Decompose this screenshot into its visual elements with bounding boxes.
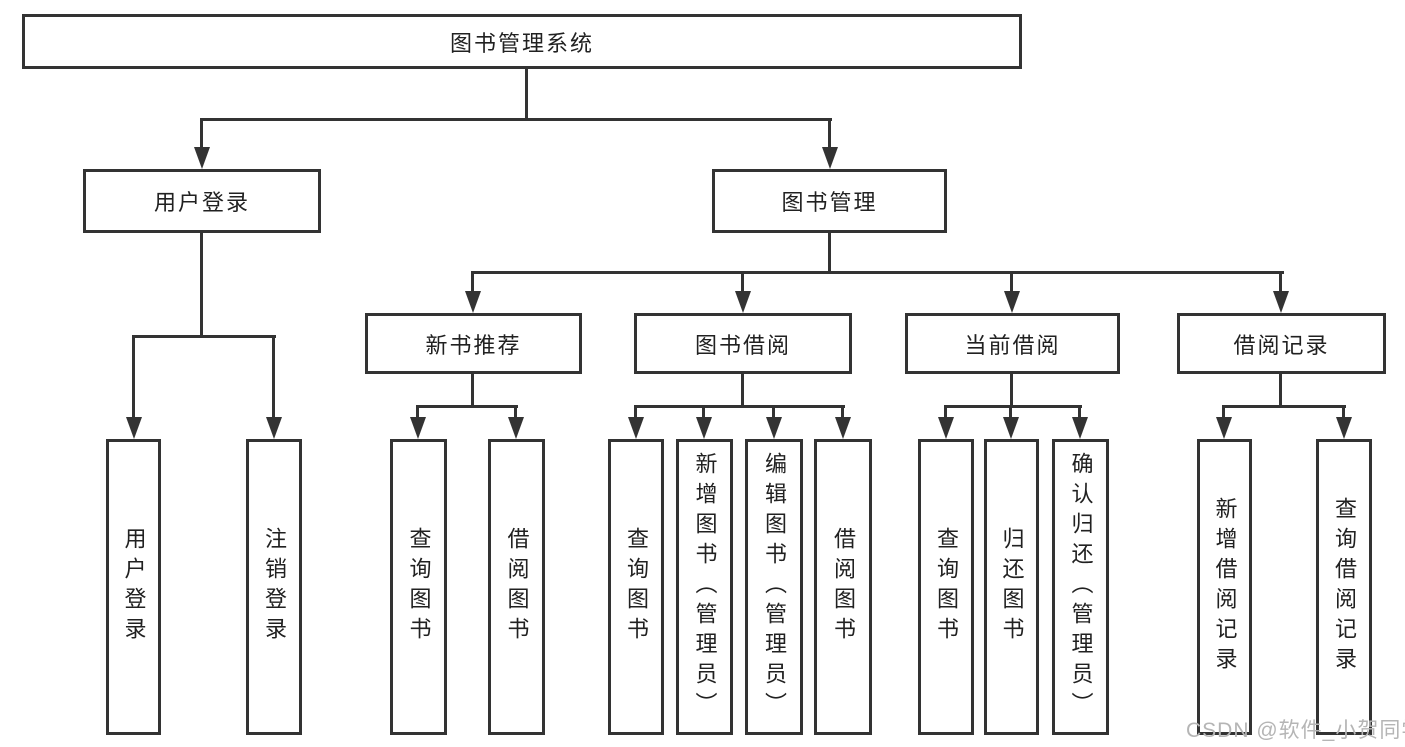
csdn-watermark: CSDN @软件_小贺同学 [1186, 719, 1405, 742]
node-label: 借阅记录 [1233, 332, 1330, 358]
node-current-borrow: 当前借阅 [905, 313, 1120, 374]
node-label: 新书推荐 [425, 332, 522, 358]
leaf-query-books-3: 查询图书 [918, 439, 974, 735]
leaf-return-books: 归还图书 [984, 439, 1039, 735]
node-label: 借阅图书 [831, 527, 856, 647]
arrow-down-icon [1003, 417, 1019, 439]
connector-vline [1222, 405, 1225, 421]
node-book-management: 图书管理 [712, 169, 947, 233]
connector-vline [471, 271, 474, 295]
node-label: 用户登录 [121, 527, 147, 647]
arrow-down-icon [1004, 291, 1020, 313]
connector-vline [1010, 374, 1013, 408]
leaf-edit-books-admin: 编辑图书（管理员） [745, 439, 803, 735]
arrow-down-icon [465, 291, 481, 313]
node-new-book-recommend: 新书推荐 [365, 313, 582, 374]
connector-vline [514, 405, 517, 421]
arrow-down-icon [696, 417, 712, 439]
connector-vline [200, 118, 203, 152]
connector-vline [1010, 271, 1013, 295]
arrow-down-icon [835, 417, 851, 439]
arrow-down-icon [1216, 417, 1232, 439]
connector-vline [772, 405, 775, 421]
connector-vline [272, 335, 275, 421]
connector-vline [828, 118, 831, 152]
leaf-query-books-2: 查询图书 [608, 439, 664, 735]
leaf-logout: 注销登录 [246, 439, 302, 735]
arrow-down-icon [266, 417, 282, 439]
leaf-query-books-1: 查询图书 [390, 439, 447, 735]
node-label: 图书管理 [781, 190, 878, 215]
node-label: 查询借阅记录 [1332, 497, 1357, 677]
connector-vline [1009, 405, 1012, 421]
leaf-query-borrow-record: 查询借阅记录 [1316, 439, 1372, 735]
node-label: 用户登录 [153, 190, 250, 215]
arrow-down-icon [508, 417, 524, 439]
node-label: 归还图书 [999, 527, 1025, 647]
connector-vline [634, 405, 637, 421]
arrow-down-icon [1072, 417, 1088, 439]
connector-vline [132, 335, 135, 421]
connector-vline [841, 405, 844, 421]
node-label: 新增图书（管理员） [692, 452, 718, 722]
connector-hline [132, 335, 276, 338]
connector-hline [634, 405, 845, 408]
node-label: 查询图书 [624, 527, 649, 647]
node-user-login: 用户登录 [83, 169, 321, 233]
leaf-borrow-books-1: 借阅图书 [488, 439, 545, 735]
node-label: 查询图书 [934, 527, 959, 647]
connector-vline [1279, 374, 1282, 408]
connector-vline [741, 271, 744, 295]
connector-vline [944, 405, 947, 421]
leaf-confirm-return-admin: 确认归还（管理员） [1052, 439, 1109, 735]
arrow-down-icon [766, 417, 782, 439]
connector-vline [741, 374, 744, 408]
connector-hline [1222, 405, 1346, 408]
node-label: 图书借阅 [694, 332, 791, 358]
connector-vline [200, 233, 203, 338]
arrow-down-icon [126, 417, 142, 439]
node-book-borrow: 图书借阅 [634, 313, 852, 374]
arrow-down-icon [410, 417, 426, 439]
node-label: 编辑图书（管理员） [762, 452, 787, 722]
connector-vline [1342, 405, 1345, 421]
connector-hline [416, 405, 518, 408]
node-label: 查询图书 [406, 527, 432, 647]
connector-hline [944, 405, 1082, 408]
node-label: 借阅图书 [504, 527, 530, 647]
arrow-down-icon [194, 147, 210, 169]
connector-vline [471, 374, 474, 408]
node-borrow-record: 借阅记录 [1177, 313, 1386, 374]
connector-vline [1279, 271, 1282, 295]
arrow-down-icon [822, 147, 838, 169]
leaf-borrow-books-2: 借阅图书 [814, 439, 872, 735]
leaf-user-login: 用户登录 [106, 439, 161, 735]
arrow-down-icon [1336, 417, 1352, 439]
node-label: 新增借阅记录 [1212, 497, 1238, 677]
connector-vline [525, 69, 528, 121]
node-root-library-system: 图书管理系统 [22, 14, 1022, 69]
arrow-down-icon [1273, 291, 1289, 313]
connector-vline [1078, 405, 1081, 421]
leaf-add-books-admin: 新增图书（管理员） [676, 439, 733, 735]
node-label: 注销登录 [262, 527, 287, 647]
leaf-add-borrow-record: 新增借阅记录 [1197, 439, 1252, 735]
connector-hline [471, 271, 1284, 274]
connector-hline [200, 118, 832, 121]
node-label: 图书管理系统 [449, 30, 594, 56]
node-label: 确认归还（管理员） [1068, 452, 1094, 722]
connector-vline [702, 405, 705, 421]
arrow-down-icon [628, 417, 644, 439]
arrow-down-icon [735, 291, 751, 313]
node-label: 当前借阅 [964, 332, 1061, 358]
connector-vline [416, 405, 419, 421]
connector-vline [828, 233, 831, 274]
arrow-down-icon [938, 417, 954, 439]
